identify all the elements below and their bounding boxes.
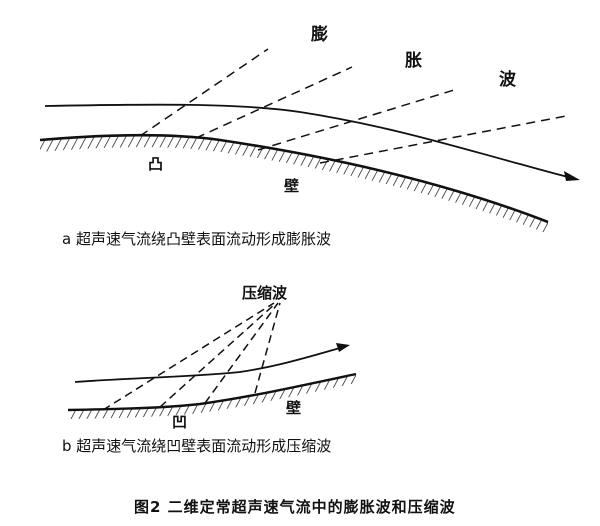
concave-wall [67, 372, 357, 412]
wave-char-3: 波 [499, 69, 517, 90]
convex-wall [39, 133, 549, 224]
figure-caption: 图2 二维定常超声速气流中的膨胀波和压缩波 [134, 498, 456, 516]
compression-wave-label: 压缩波 [242, 284, 288, 302]
convex-wall-hatching [40, 135, 548, 234]
diagram-b: 压缩波 凹 壁 b 超声速气流绕凹壁表面流动形成压缩波 [62, 284, 357, 455]
concave-label: 凹 [172, 413, 187, 431]
convex-label: 凸 [148, 155, 163, 173]
expansion-wave-2 [195, 66, 353, 139]
compression-wave-2 [159, 302, 277, 408]
caption-a: a 超声速气流绕凸壁表面流动形成膨胀波 [62, 230, 331, 248]
compression-wave-3 [204, 302, 279, 404]
expansion-wave-3 [257, 89, 455, 151]
wall-label-b: 壁 [286, 399, 301, 417]
concave-wall-hatching [68, 374, 356, 419]
compression-wave-1 [102, 302, 275, 411]
streamline-a-arrowhead [564, 171, 580, 181]
expansion-wave-4 [319, 115, 567, 164]
wall-label-a: 壁 [284, 177, 299, 195]
streamline-b [74, 347, 341, 383]
streamline-b-arrowhead [336, 343, 350, 352]
wave-char-2: 胀 [405, 51, 422, 71]
wave-char-1: 膨 [311, 24, 328, 45]
expansion-wave-1 [139, 48, 269, 137]
compression-wave-4 [254, 302, 281, 394]
diagram-a: 膨 胀 波 凸 壁 a 超声速气流绕凸壁表面流动形成膨胀波 [39, 24, 580, 248]
caption-b: b 超声速气流绕凹壁表面流动形成压缩波 [62, 437, 331, 455]
streamline-a [44, 103, 573, 179]
